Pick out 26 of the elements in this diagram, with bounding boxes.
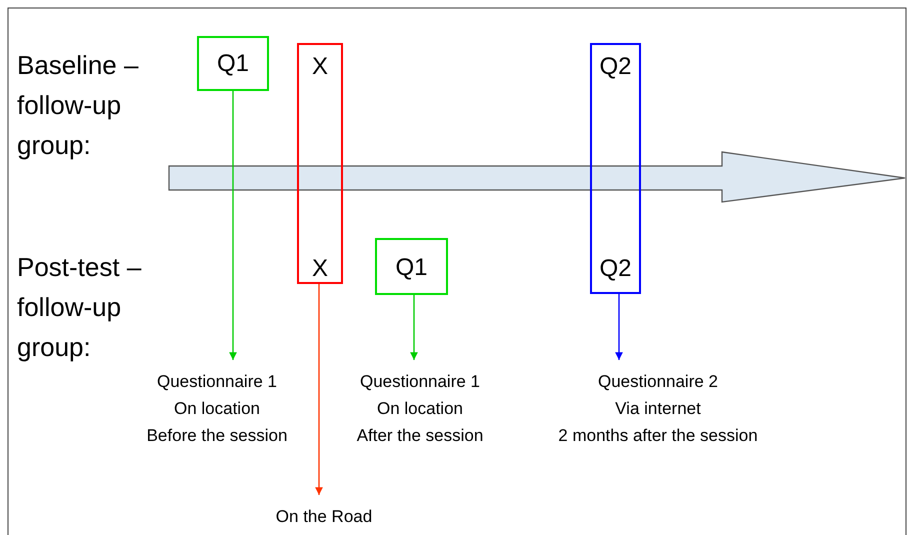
description-text: After the session xyxy=(356,425,484,447)
measurement-box xyxy=(375,238,448,295)
group-label: Post-test – follow-up group: xyxy=(17,251,142,364)
measurement-box xyxy=(197,36,269,91)
description-text: On the Road xyxy=(274,506,374,528)
measurement-box xyxy=(590,43,641,294)
measurement-symbol: Q1 xyxy=(394,254,428,282)
description-text: On location xyxy=(376,398,464,420)
description-text: Via internet xyxy=(614,398,702,420)
arrow xyxy=(615,294,623,360)
description-text: Before the session xyxy=(146,425,288,447)
measurement-symbol: Q2 xyxy=(598,53,632,81)
description-text: Questionnaire 1 xyxy=(358,371,482,393)
arrow xyxy=(315,284,323,495)
measurement-symbol: Q2 xyxy=(598,255,632,283)
measurement-symbol: X xyxy=(310,255,329,283)
arrow xyxy=(229,91,237,360)
measurement-symbol: X xyxy=(310,53,329,81)
group-label: Baseline – follow-up group: xyxy=(17,49,140,162)
arrow xyxy=(410,295,418,360)
measurement-box xyxy=(297,43,343,284)
description-text: 2 months after the session xyxy=(557,425,759,447)
measurement-symbol: Q1 xyxy=(216,50,250,78)
description-text: Questionnaire 2 xyxy=(596,371,720,393)
description-text: On location xyxy=(173,398,261,420)
description-text: Questionnaire 1 xyxy=(156,371,278,393)
